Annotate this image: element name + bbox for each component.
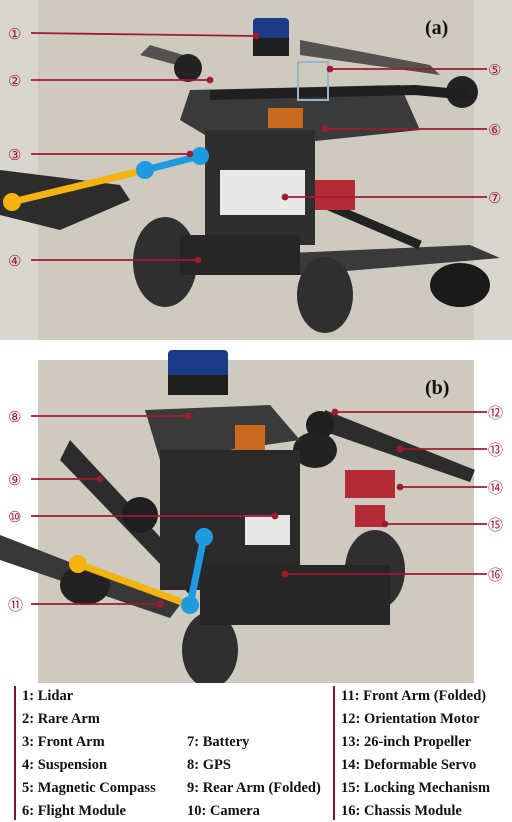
front-arm-orange-line — [8, 166, 149, 206]
callout-15: ⑮ — [488, 517, 503, 534]
motor-a-1 — [174, 54, 202, 82]
legend-item-1: 1: Lidar — [22, 688, 74, 704]
callout-1: ① — [8, 27, 21, 43]
callout-14: ⑭ — [488, 480, 503, 497]
callout-2: ② — [8, 74, 21, 90]
legend-item-15: 15: Locking Mechanism — [341, 780, 491, 796]
wheel-a-right — [297, 257, 353, 333]
callout-5: ⑤ — [488, 63, 501, 79]
propeller-a-tr — [300, 40, 440, 75]
legend-item-10: 10: Camera — [187, 803, 260, 819]
legend-item-16: 16: Chassis Module — [341, 803, 462, 819]
panel-b: ⑧ ⑨ ⑩ ⑪ ⑫ ⑬ ⑭ ⑮ ⑯ (b) — [0, 350, 512, 683]
legend-item-4: 4: Suspension — [22, 757, 108, 773]
callout-9: ⑨ — [8, 473, 21, 489]
legend-item-14: 14: Deformable Servo — [341, 757, 477, 773]
callout-3: ③ — [8, 148, 21, 164]
panel-a-photo: ① ② ③ ④ ⑤ ⑥ ⑦ (a) — [0, 0, 512, 340]
front-arm-blue-line — [141, 152, 204, 174]
folded-arm-orange-line — [74, 560, 194, 609]
callout-16: ⑯ — [488, 567, 503, 584]
callout-10: ⑩ — [8, 510, 21, 526]
rear-arm-a — [209, 84, 471, 100]
callout-6: ⑥ — [488, 123, 501, 139]
chassis-a — [180, 235, 300, 275]
folded-arm-blue-line — [186, 533, 208, 609]
legend-item-8: 8: GPS — [187, 757, 231, 773]
callout-11: ⑪ — [8, 597, 23, 614]
legend-item-13: 13: 26-inch Propeller — [341, 734, 472, 750]
motor-a-3 — [430, 263, 490, 307]
panel-a-label: (a) — [425, 17, 448, 39]
panel-a: ① ② ③ ④ ⑤ ⑥ ⑦ (a) — [0, 0, 512, 340]
legend-item-5: 5: Magnetic Compass — [22, 780, 156, 796]
callout-13: ⑬ — [488, 442, 503, 459]
wheel-b-left — [182, 612, 238, 683]
legend-item-7: 7: Battery — [187, 734, 250, 750]
callout-7: ⑦ — [488, 191, 501, 207]
legend-item-11: 11: Front Arm (Folded) — [341, 688, 487, 704]
legend: 1: Lidar 2: Rare Arm 3: Front Arm 4: Sus… — [0, 683, 512, 822]
legend-item-3: 3: Front Arm — [22, 734, 105, 750]
legend-item-12: 12: Orientation Motor — [341, 711, 480, 727]
legend-item-9: 9: Rear Arm (Folded) — [187, 780, 321, 796]
callout-12: ⑫ — [488, 405, 503, 422]
chassis-b — [200, 565, 390, 625]
front-arm-blue-dot — [191, 147, 209, 165]
legend-divider-left — [14, 686, 16, 820]
callout-4: ④ — [8, 254, 21, 270]
panel-b-photo: ⑧ ⑨ ⑩ ⑪ ⑫ ⑬ ⑭ ⑮ ⑯ (b) — [0, 350, 512, 683]
legend-item-6: 6: Flight Module — [22, 803, 126, 819]
panel-b-label: (b) — [425, 377, 449, 399]
frame-b-top — [145, 405, 300, 460]
callout-8: ⑧ — [8, 410, 21, 426]
propeller-b-r — [320, 410, 475, 482]
legend-item-2: 2: Rare Arm — [22, 711, 100, 727]
front-arm-orange-dot — [3, 193, 21, 211]
battery-a — [220, 170, 305, 215]
legend-divider-mid — [333, 686, 335, 820]
